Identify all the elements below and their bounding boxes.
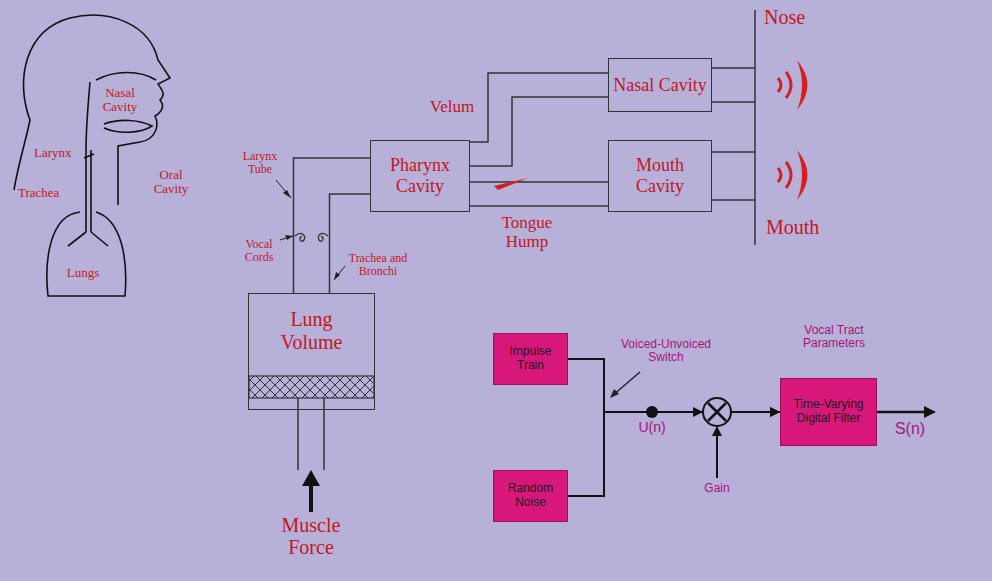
lung-piston — [249, 376, 374, 512]
part-label: Nasal Cavity — [92, 86, 148, 115]
force-label: Muscle Force — [262, 514, 360, 558]
signal-path — [568, 412, 780, 496]
tube-wall — [470, 181, 608, 207]
nasal-cavity-shape — [96, 73, 156, 81]
part-label: Lungs — [58, 266, 108, 280]
source-box: Impulse Train — [493, 333, 568, 385]
lungs-outline — [47, 212, 126, 296]
tube-bore — [470, 85, 608, 154]
force-arrowhead — [302, 470, 320, 486]
larynx-mark — [84, 154, 94, 158]
force-arrow — [309, 484, 313, 512]
cavity-box: Nasal Cavity — [608, 58, 712, 112]
sound-waves — [778, 60, 808, 200]
part-label: Vocal Cords — [232, 238, 286, 264]
part-label: Oral Cavity — [144, 168, 198, 197]
node-text: Mouth Cavity — [613, 155, 707, 196]
signal-name: U(n) — [630, 420, 674, 435]
node-text: Impulse Train — [498, 345, 563, 373]
part-label: Velum — [422, 98, 482, 117]
part-label: Larynx Tube — [234, 150, 286, 176]
part-label: Tongue Hump — [490, 214, 564, 251]
tube-wall — [470, 85, 608, 154]
multiplier — [703, 398, 731, 426]
neck-back — [14, 120, 30, 190]
node-text: Nasal Cavity — [613, 75, 706, 96]
oral-cavity-shape — [104, 120, 152, 132]
pharynx-wall — [86, 82, 90, 150]
outlet-label: Nose — [764, 6, 828, 28]
signal-line — [568, 359, 780, 412]
piston-rod — [298, 398, 324, 470]
lung-volume-box: Lung Volume — [248, 293, 375, 410]
leader-lines — [276, 180, 640, 396]
gain-arrow — [716, 436, 718, 478]
signal-name: S(n) — [886, 420, 934, 438]
head-sketch — [14, 15, 170, 296]
trachea — [68, 150, 108, 246]
filter-box: Time-Varying Digital Filter — [780, 378, 877, 446]
output-arrowhead — [924, 406, 936, 418]
outlets — [712, 10, 755, 245]
node-text: Time-Varying Digital Filter — [789, 398, 869, 426]
leader-heads — [283, 190, 619, 398]
cavity-box: Pharynx Cavity — [370, 140, 470, 212]
node-text: Random Noise — [498, 482, 563, 510]
head-outline — [23, 15, 170, 205]
piston-hatch — [249, 376, 374, 398]
part-label: Trachea — [18, 186, 76, 200]
tract-tube — [470, 194, 608, 195]
signal-path — [568, 359, 780, 412]
signal-name: Gain — [697, 482, 737, 495]
node-text: Pharynx Cavity — [375, 155, 465, 196]
cavity-box: Mouth Cavity — [608, 140, 712, 212]
signal-line — [568, 412, 780, 496]
node-text: Lung Volume — [266, 308, 358, 354]
part-label: Larynx — [34, 146, 82, 160]
tongue-hump — [494, 178, 528, 190]
tract-tube — [470, 85, 608, 154]
part-label: Trachea and Bronchi — [342, 252, 414, 278]
vocal-cords — [295, 233, 328, 241]
switch-dot — [646, 406, 658, 418]
gain-arrowhead — [712, 426, 722, 436]
multiplier-cross — [708, 403, 726, 421]
outlet-label: Mouth — [766, 216, 840, 238]
switch-label: Voiced-Unvoiced Switch — [604, 338, 728, 364]
output-arrow — [877, 411, 926, 414]
multiplier-arrowhead — [693, 407, 703, 417]
tube-bore — [470, 183, 608, 206]
source-box: Random Noise — [493, 470, 568, 522]
parameter-label: Vocal Tract Parameters — [786, 324, 882, 350]
